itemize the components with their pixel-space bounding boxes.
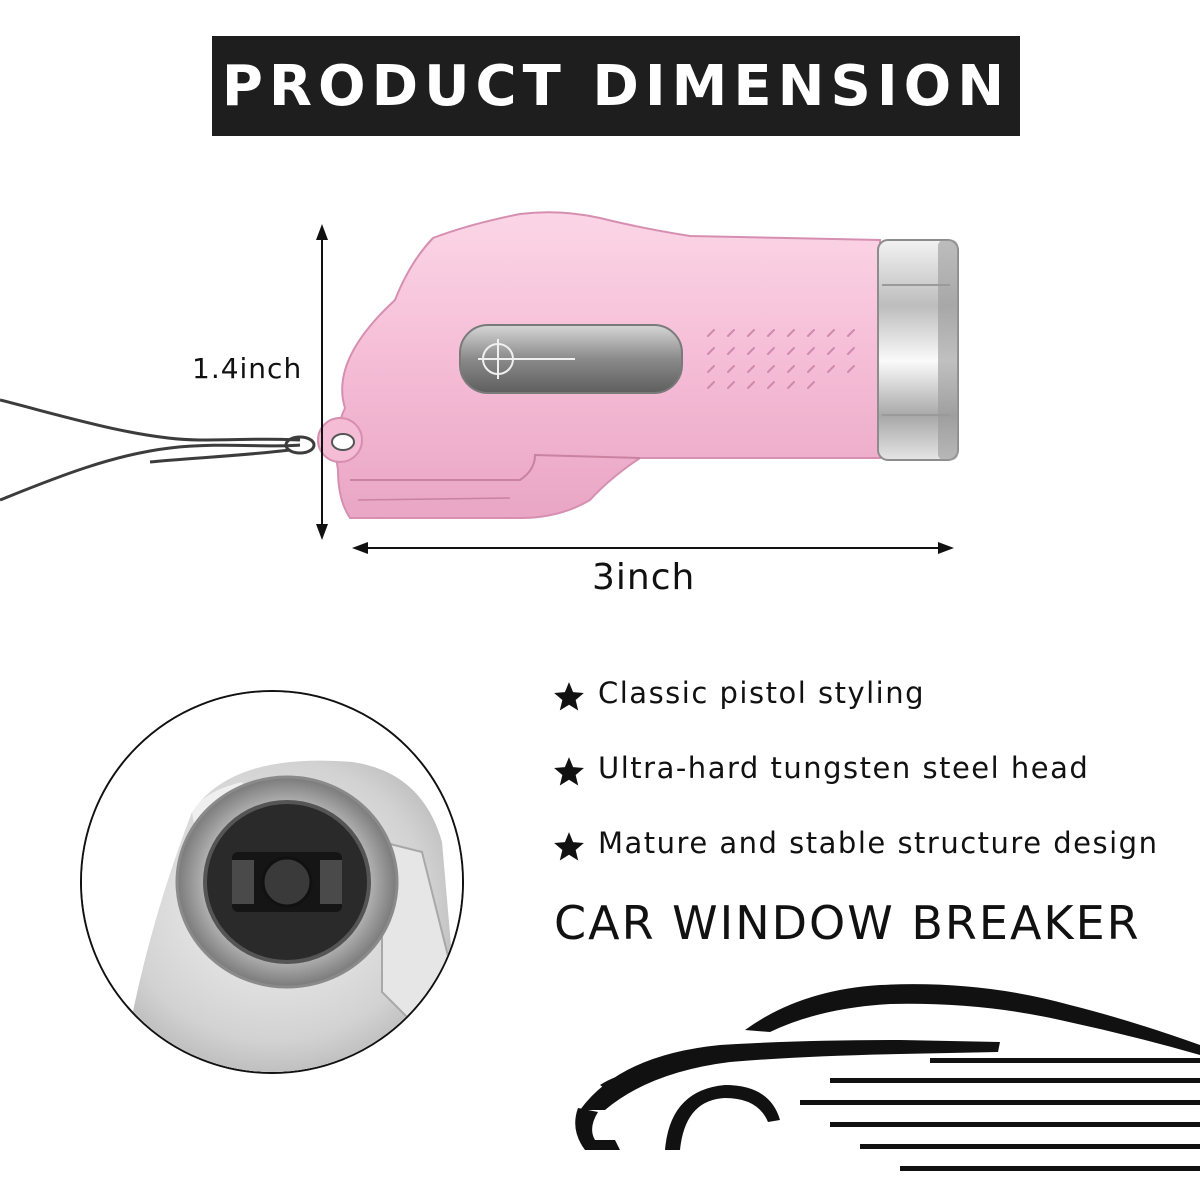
star-icon: [554, 682, 584, 711]
feature-list: Classic pistol styling Ultra-hard tungst…: [552, 676, 1158, 901]
feature-text: Ultra-hard tungsten steel head: [598, 751, 1090, 785]
width-label: 3inch: [592, 557, 696, 598]
lanyard-loop: [317, 417, 363, 463]
height-dimension-arrow: [316, 224, 328, 540]
height-label: 1.4inch: [192, 352, 303, 385]
grip-texture: [707, 329, 855, 389]
star-icon: [554, 757, 584, 786]
head-closeup: [80, 690, 464, 1074]
crosshair-icon: [478, 339, 575, 379]
lanyard-cord: [0, 398, 316, 502]
feature-item: Ultra-hard tungsten steel head: [552, 751, 1158, 826]
feature-text: Classic pistol styling: [598, 676, 926, 710]
tungsten-head-closeup: [82, 692, 462, 1072]
car-silhouette-icon: [575, 984, 1200, 1171]
feature-item: Mature and stable structure design: [552, 826, 1158, 901]
tungsten-head: [877, 239, 959, 461]
title-banner: PRODUCT DIMENSION: [212, 36, 1020, 136]
product-illustration: [0, 211, 959, 554]
width-dimension-arrow: [352, 542, 954, 554]
headline: CAR WINDOW BREAKER: [554, 896, 1141, 950]
star-icon: [554, 832, 584, 861]
feature-text: Mature and stable structure design: [598, 826, 1159, 860]
page-title: PRODUCT DIMENSION: [221, 53, 1011, 119]
feature-item: Classic pistol styling: [552, 676, 1158, 751]
